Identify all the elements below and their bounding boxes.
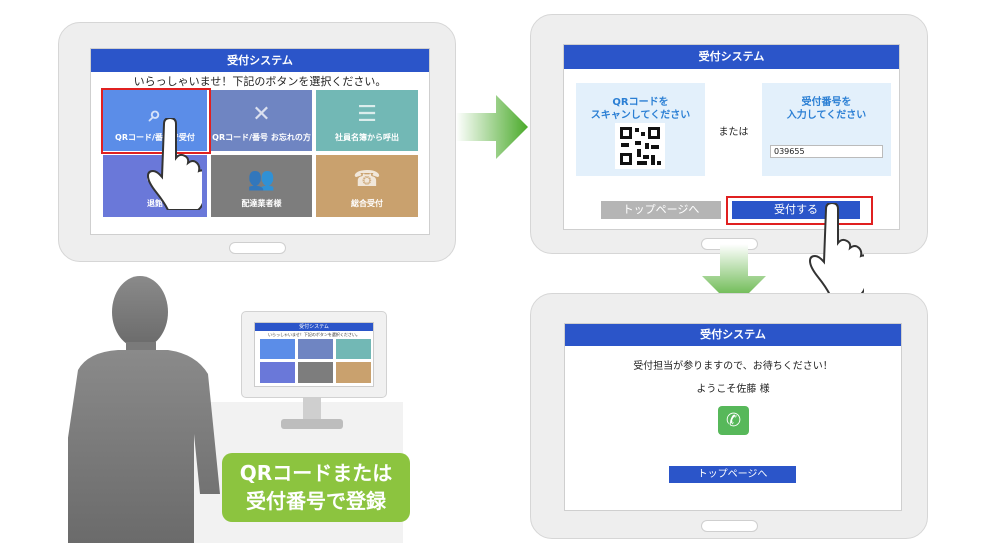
caption-line1: QRコードまたは: [239, 461, 393, 485]
kiosk-tile: [336, 362, 371, 383]
highlight-submit-button: [726, 196, 873, 225]
number-panel-line1: 受付番号を: [801, 97, 852, 108]
kiosk-tile: [298, 339, 333, 359]
delivery-icon: 👥: [247, 167, 276, 192]
greeting-text: いらっしゃいませ！下記のボタンを選択ください。: [133, 75, 387, 88]
caption-line2: 受付番号で登録: [246, 489, 386, 513]
kiosk-base: [281, 419, 343, 429]
qr-panel-line1: QRコードを: [612, 97, 669, 108]
arrow-down-icon: [702, 244, 766, 308]
screen-qr-input: 受付システム QRコードを スキャンしてください または 受付番号を 入力してく…: [563, 44, 900, 230]
home-button[interactable]: [701, 520, 758, 532]
tile-delivery[interactable]: 👥 配達業者様: [211, 155, 312, 217]
welcome-message: ようこそ佐藤 様: [696, 384, 770, 395]
tile-general-reception[interactable]: ☎ 総合受付: [316, 155, 418, 217]
kiosk-screen: 受付システム いらっしゃいませ！下記のボタンを選択ください。: [254, 322, 374, 387]
tablet-qr-input: 受付システム QRコードを スキャンしてください または 受付番号を 入力してく…: [530, 14, 928, 254]
kiosk-tile: [260, 339, 295, 359]
pointing-hand-icon: [146, 118, 202, 210]
tile-qr-reception[interactable]: ⌕ QRコード/番号で受付: [103, 90, 207, 151]
pointing-hand-icon: [808, 203, 864, 295]
phone-icon: ✆: [718, 406, 749, 435]
kiosk-tile: [260, 362, 295, 383]
tile-qr-forgot[interactable]: ✕ QRコード/番号 お忘れの方: [211, 90, 312, 151]
kiosk-device: 受付システム いらっしゃいませ！下記のボタンを選択ください。: [241, 311, 387, 398]
top-page-button[interactable]: トップページへ: [669, 466, 796, 483]
qr-scan-icon: ⌕: [148, 102, 162, 127]
directory-icon: ☰: [357, 102, 377, 127]
caption-box: QRコードまたは 受付番号で登録: [222, 453, 410, 522]
kiosk-greeting: いらっしゃいませ！下記のボタンを選択ください。: [268, 332, 360, 337]
number-panel-line2: 入力してください: [786, 110, 867, 121]
kiosk-tile: [298, 362, 333, 383]
reception-icon: ☎: [353, 167, 381, 192]
number-panel: 受付番号を 入力してください 039655: [762, 83, 891, 176]
screen-confirmation: 受付システム 受付担当が参りますので、お待ちください！ ようこそ佐藤 様 ✆ ト…: [564, 323, 902, 511]
tablet-confirmation: 受付システム 受付担当が参りますので、お待ちください！ ようこそ佐藤 様 ✆ ト…: [530, 293, 928, 539]
qr-panel: QRコードを スキャンしてください: [576, 83, 705, 176]
tablet-reception-menu: 受付システム いらっしゃいませ！下記のボタンを選択ください。 ⌕ QRコード/番…: [58, 22, 456, 262]
qr-forgot-icon: ✕: [252, 102, 271, 127]
qr-code-icon: [615, 123, 665, 169]
top-page-button[interactable]: トップページへ: [601, 201, 721, 219]
highlight-qr-tile: [101, 88, 211, 154]
reception-number-input[interactable]: 039655: [770, 145, 883, 158]
arrow-right-icon: [456, 95, 528, 159]
screen-header: 受付システム: [91, 49, 429, 72]
screen-reception-menu: 受付システム いらっしゃいませ！下記のボタンを選択ください。 ⌕ QRコード/番…: [90, 48, 430, 235]
kiosk-header: 受付システム: [255, 323, 373, 331]
person-silhouette-icon: [68, 276, 220, 543]
kiosk-tile: [336, 339, 371, 359]
qr-panel-line2: スキャンしてください: [590, 110, 691, 121]
wait-message: 受付担当が参りますので、お待ちください！: [633, 361, 833, 372]
screen-header: 受付システム: [564, 45, 899, 69]
kiosk-stand: [303, 397, 321, 421]
or-text: または: [718, 127, 749, 138]
screen-header: 受付システム: [565, 324, 901, 346]
tile-employee-directory[interactable]: ☰ 社員名簿から呼出: [316, 90, 418, 151]
home-button[interactable]: [229, 242, 286, 254]
